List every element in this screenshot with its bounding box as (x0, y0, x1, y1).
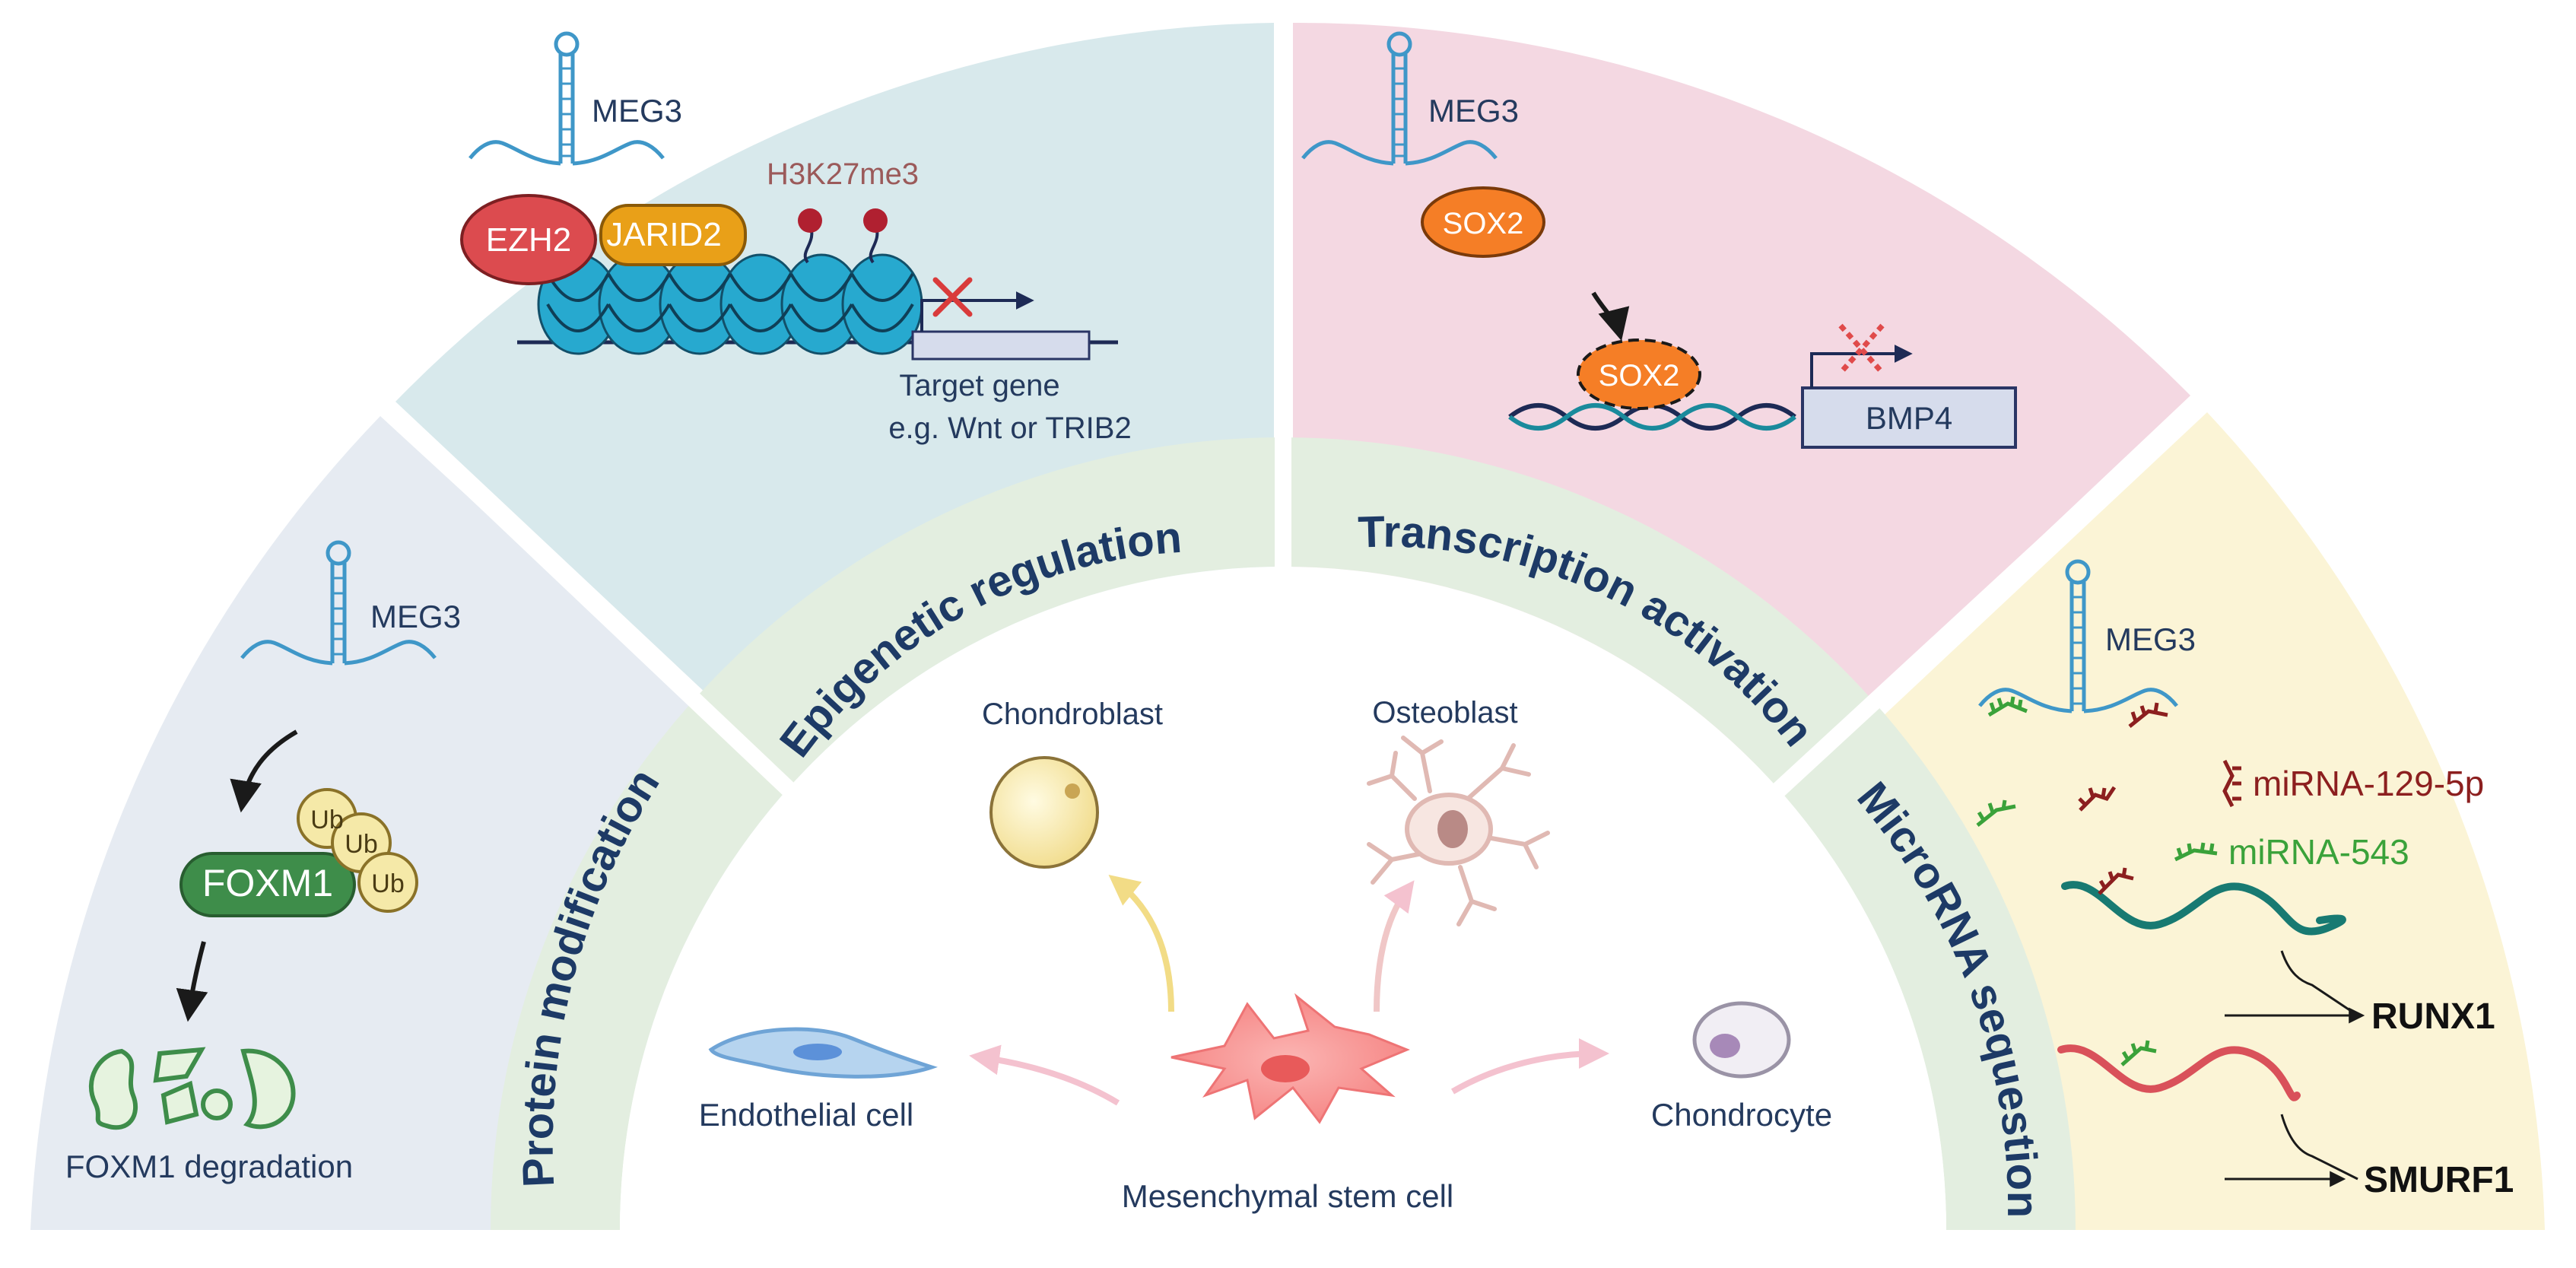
bmp4-gene-box: BMP4 (1801, 345, 2017, 449)
mirna-543-legend-icon (2174, 842, 2218, 862)
ezh2-jarid2-complex: JARID2 EZH2 (460, 194, 747, 285)
endothelial-cell (708, 1027, 938, 1079)
osteoblast-cell (1367, 736, 1550, 926)
foxm1-fragments (89, 1047, 296, 1130)
mesenchymal-stem-cell (1170, 993, 1410, 1124)
meg3-rna-protein (240, 540, 437, 666)
foxm1-degradation-label: FOXM1 degradation (65, 1149, 353, 1184)
arrow-sox2-to-promoter (1591, 291, 1630, 342)
target-gene-label: Target gene (899, 369, 1059, 402)
endothelial-cell-label: Endothelial cell (699, 1097, 914, 1133)
arrow-to-osteoblast (1374, 880, 1415, 1012)
mirna-129-label: miRNA-129-5p (2253, 764, 2484, 803)
meg3-label-epigenetic: MEG3 (592, 93, 682, 129)
meg3-label-transcription: MEG3 (1428, 93, 1519, 129)
meg3-label-microrna: MEG3 (2105, 621, 2196, 657)
mirna-543-free (1976, 799, 2016, 827)
jarid2-label: JARID2 (606, 216, 722, 253)
mirna-543-bound (1987, 696, 2028, 717)
ezh2-label: EZH2 (486, 221, 571, 259)
sox2-bound-meg3: SOX2 (1421, 186, 1545, 258)
foxm1-complex: FOXM1 Ub Ub Ub (179, 788, 418, 917)
arrow-smurf1 (2280, 1114, 2358, 1181)
mesenchymal-stem-cell-label: Mesenchymal stem cell (1122, 1178, 1453, 1214)
mirna-129-legend-icon (2222, 759, 2241, 808)
nucleosome-array (537, 253, 923, 355)
sox2-label-top: SOX2 (1443, 207, 1524, 240)
chondrocyte-label: Chondrocyte (1651, 1097, 1832, 1133)
arrow-foxm1-to-degradation (176, 941, 208, 1022)
divider-right (1771, 396, 2204, 798)
foxm1-label: FOXM1 (202, 862, 333, 904)
target-gene-example: e.g. Wnt or TRIB2 (888, 412, 1131, 445)
section-ring (491, 437, 2076, 1230)
chondroblast-cell (989, 756, 1099, 869)
mirna-543-on-smurf1 (2120, 1040, 2157, 1066)
divider-left (382, 403, 805, 805)
meg3-label-protein: MEG3 (370, 599, 461, 634)
meg3-rna-transcription (1301, 31, 1498, 166)
arrow-to-chondrocyte (1450, 1038, 1609, 1095)
osteoblast-label: Osteoblast (1372, 696, 1517, 729)
chondrocyte-cell (1692, 1001, 1791, 1079)
sox2-bound-dna: SOX2 (1577, 338, 1701, 410)
sox2-label-dna: SOX2 (1599, 359, 1680, 392)
arrow-to-chondroblast (1108, 874, 1174, 1012)
arrow-meg3-to-foxm1 (230, 729, 298, 813)
arrow-to-endothelial (969, 1044, 1120, 1106)
repression-cross-icon (932, 277, 973, 317)
ub-label-1: Ub (310, 806, 343, 834)
mirna-129-on-runx1 (2098, 867, 2134, 895)
smurf1-label: SMURF1 (2364, 1160, 2514, 1200)
mirna-129-bound (2128, 702, 2168, 728)
chondroblast-label: Chondroblast (982, 698, 1163, 731)
ub-label-3: Ub (371, 869, 404, 898)
h3k27me3-marks (798, 208, 888, 264)
smurf1-mrna (2057, 1044, 2301, 1101)
target-gene-box (911, 291, 1091, 361)
center-disk (620, 567, 1946, 1230)
runx1-mrna (2061, 881, 2346, 936)
mirna-129-free (2078, 786, 2117, 812)
bmp4-label: BMP4 (1866, 400, 1952, 436)
arrow-runx1 (2280, 950, 2358, 1017)
meg3-rna-epigenetic (469, 31, 665, 166)
mirna-543-label: miRNA-543 (2228, 832, 2409, 872)
runx1-label: RUNX1 (2371, 996, 2495, 1037)
h3k27me3-label: H3K27me3 (767, 157, 919, 191)
meg3-rna-microrna (1978, 559, 2178, 713)
ub-label-2: Ub (345, 830, 377, 859)
